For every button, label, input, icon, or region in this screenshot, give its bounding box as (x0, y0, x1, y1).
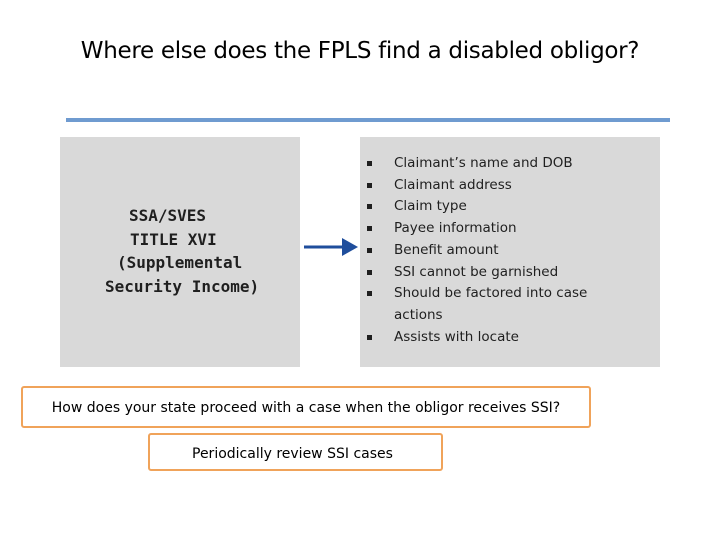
list-item: Payee information (360, 218, 660, 240)
square-bullet-icon (367, 269, 372, 275)
list-item: Claimant address (360, 175, 660, 197)
ssa-sves-label: SSA/SVES TITLE XVI (Supplemental Securit… (60, 204, 300, 298)
list-item-text: Claim type (394, 198, 467, 215)
square-bullet-icon (367, 226, 372, 232)
list-item: Benefit amount (360, 240, 660, 262)
list-item-text: Claimant address (394, 176, 512, 193)
panel-line: TITLE XVI (130, 229, 217, 249)
ssa-sves-panel: SSA/SVES TITLE XVI (Supplemental Securit… (60, 137, 300, 367)
list-item-text: Assists with locate (394, 328, 519, 345)
list-item: SSI cannot be garnished (360, 262, 660, 284)
discussion-question: How does your state proceed with a case … (21, 386, 591, 428)
square-bullet-icon (367, 204, 372, 210)
list-item-text: SSI cannot be garnished (394, 263, 559, 280)
square-bullet-icon (367, 182, 372, 188)
panel-line: SSA/SVES (129, 206, 207, 225)
square-bullet-icon (367, 161, 372, 166)
claim-details-list: Claimant’s name and DOB Claimant address… (360, 153, 660, 348)
panel-line: Security Income) (105, 276, 260, 296)
title-divider (66, 118, 670, 122)
list-item: Assists with locate (360, 327, 660, 349)
square-bullet-icon (367, 334, 372, 340)
answer-box: Periodically review SSI cases (148, 433, 443, 471)
square-bullet-icon (367, 291, 372, 297)
list-item-text: Payee information (394, 220, 517, 237)
list-item-text: Should be factored into case actions (394, 285, 588, 323)
slide-title: Where else does the FPLS find a disabled… (80, 38, 640, 64)
list-item: Claimant’s name and DOB (360, 153, 660, 175)
panel-line: (Supplemental (117, 253, 243, 272)
list-item: Claim type (360, 196, 660, 218)
list-item-text: Claimant’s name and DOB (394, 155, 573, 171)
claim-details-panel: Claimant’s name and DOB Claimant address… (360, 137, 660, 367)
list-item-text: Benefit amount (394, 241, 499, 258)
list-item: Should be factored into case actions (360, 283, 660, 326)
square-bullet-icon (367, 247, 372, 253)
right-arrow-icon (304, 238, 358, 256)
